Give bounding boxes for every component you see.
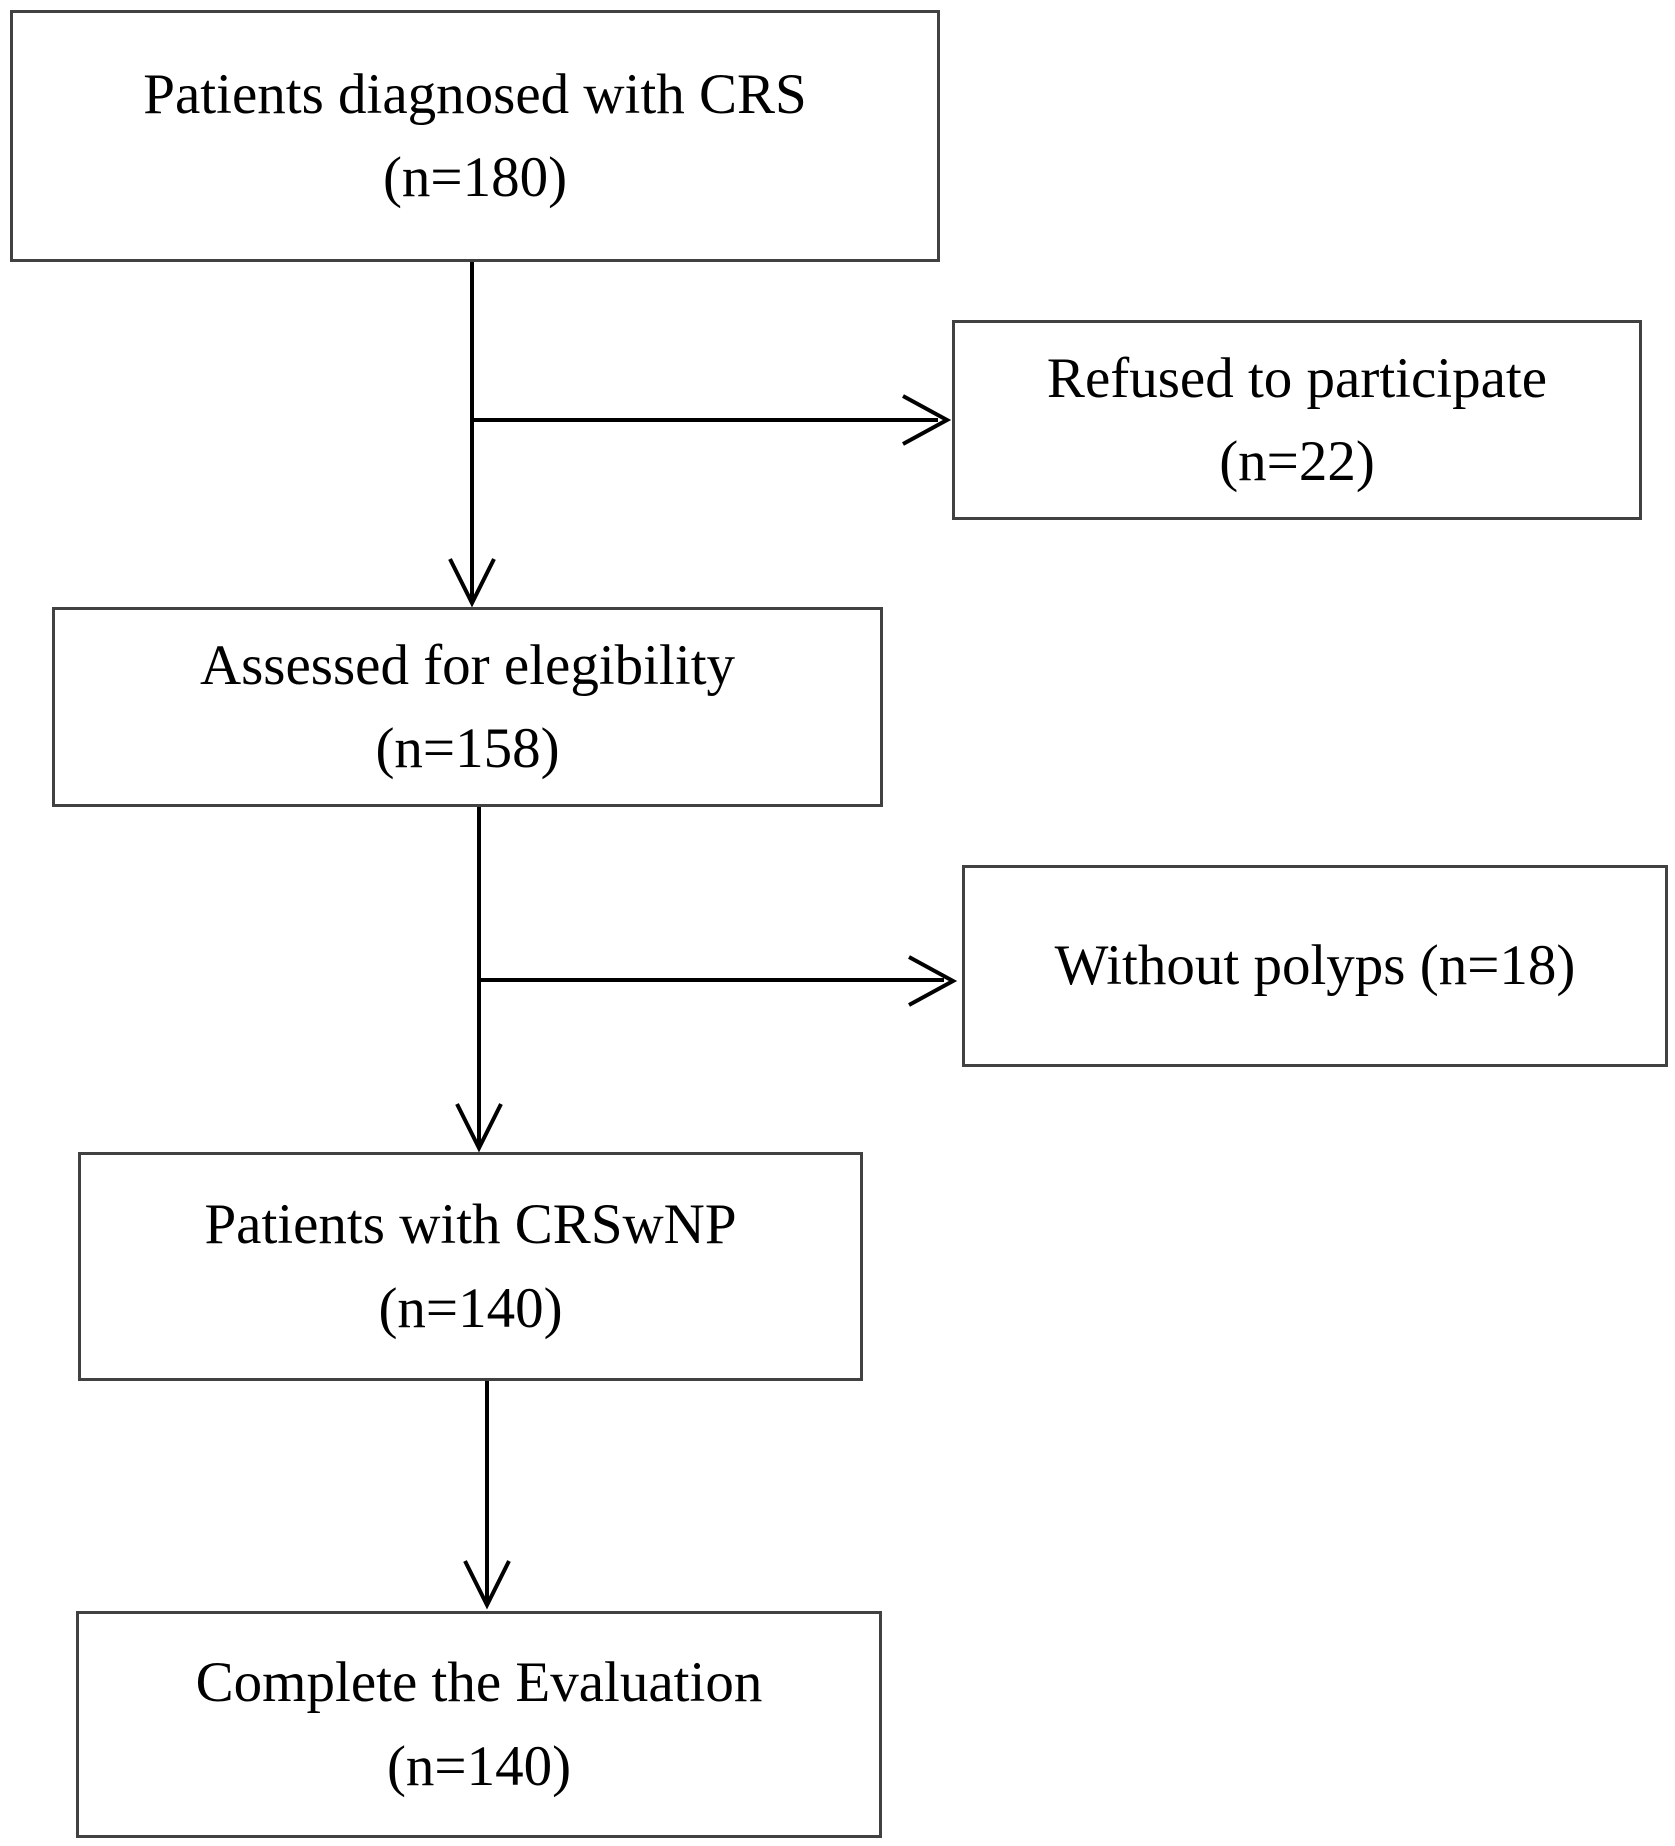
arrowhead-branch-to-refused [902, 394, 952, 446]
arrowhead-assessed-to-crswnp [455, 1103, 503, 1153]
node-count: (n=180) [382, 146, 568, 209]
node-patients-with-crswnp: Patients with CRSwNP (n=140) [78, 1152, 863, 1381]
node-patients-diagnosed-crs: Patients diagnosed with CRS (n=180) [10, 10, 940, 262]
node-label-line: Without polyps (n=18) [1054, 934, 1576, 998]
node-complete-the-evaluation: Complete the Evaluation (n=140) [76, 1611, 882, 1838]
arrowhead-crswnp-to-complete [463, 1560, 511, 1610]
node-label-line: Patients diagnosed with CRS [143, 62, 807, 126]
arrowhead-branch-to-without-polyps [908, 955, 958, 1007]
node-count: (n=140) [378, 1276, 563, 1340]
node-count: (n=140) [386, 1734, 572, 1798]
node-without-polyps: Without polyps (n=18) [962, 865, 1668, 1067]
node-label-line: Refused to participate [1046, 346, 1548, 410]
arrowhead-diagnosed-to-assessed [448, 558, 496, 608]
node-count: (n=158) [375, 717, 560, 780]
node-refused-to-participate: Refused to participate (n=22) [952, 320, 1642, 520]
node-assessed-for-elegibility: Assessed for elegibility (n=158) [52, 607, 883, 807]
node-label-line: Complete the Evaluation [195, 1651, 763, 1715]
node-label-line: Patients with CRSwNP [204, 1193, 737, 1257]
node-label-line: Assessed for elegibility [199, 633, 736, 697]
node-count: (n=22) [1219, 430, 1375, 493]
